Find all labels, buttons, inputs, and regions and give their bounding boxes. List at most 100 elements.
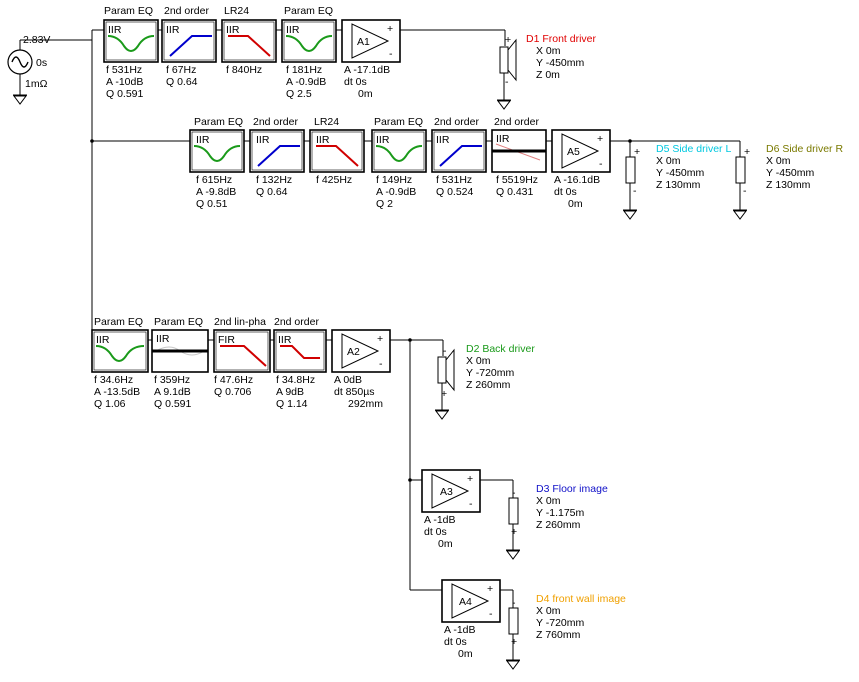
param-eq-block[interactable]: Param EQ IIR f 34.6Hz A -13.5dB Q 1.06	[91, 316, 149, 410]
driver-x: X 0m	[466, 355, 491, 367]
chain-side: Param EQ IIR f 615Hz A -9.8dB Q 0.51 2nd…	[189, 116, 843, 220]
driver-x: X 0m	[766, 155, 791, 167]
amp-param: dt 850µs	[334, 386, 375, 398]
pin-minus: -	[633, 185, 637, 197]
block-title: 2nd order	[274, 316, 319, 328]
source-delay: 0s	[36, 57, 47, 69]
block-type: IIR	[256, 134, 270, 146]
chain-back: Param EQ IIR f 34.6Hz A -13.5dB Q 1.06 P…	[91, 316, 626, 670]
driver-y: Y -720mm	[466, 367, 514, 379]
pin-minus: -	[443, 345, 447, 357]
driver-y: Y -450mm	[536, 57, 584, 69]
amp-minus: -	[379, 358, 383, 370]
block-title: 2nd order	[253, 116, 298, 128]
driver-z: Z 130mm	[656, 179, 701, 191]
driver-x: X 0m	[536, 495, 561, 507]
driver-d4[interactable]: - + D4 front wall image X 0m Y -720mm Z …	[506, 590, 626, 670]
amp-param: 292mm	[348, 398, 383, 410]
block-param: Q 0.64	[166, 76, 198, 88]
block-type: IIR	[316, 134, 330, 146]
amplifier-a4[interactable]: A4 + - A -1dB dt 0s 0m	[441, 579, 501, 660]
second-order-block[interactable]: 2nd order IIR f 531Hz Q 0.524	[431, 116, 487, 198]
block-param: A 9.1dB	[154, 386, 191, 398]
driver-y: Y -720mm	[536, 617, 584, 629]
param-eq-block[interactable]: Param EQ IIR f 359Hz A 9.1dB Q 0.591	[151, 316, 209, 410]
block-title: Param EQ	[194, 116, 243, 128]
block-param: f 531Hz	[436, 174, 472, 186]
driver-y: Y -450mm	[766, 167, 814, 179]
ground-icon	[623, 209, 637, 220]
block-param: A -9.8dB	[196, 186, 236, 198]
block-title: Param EQ	[104, 5, 153, 17]
ground-icon	[506, 659, 520, 670]
pin-minus: -	[505, 76, 509, 88]
block-param: f 132Hz	[256, 174, 292, 186]
chain-front: Param EQ IIR f 531Hz A -10dB Q 0.591 2nd…	[103, 5, 597, 110]
block-title: Param EQ	[94, 316, 143, 328]
amp-param: A -17.1dB	[344, 64, 390, 76]
pin-plus: +	[744, 146, 750, 158]
block-type: IIR	[226, 24, 240, 36]
block-param: Q 0.431	[496, 186, 534, 198]
amp-param: 0m	[568, 198, 583, 210]
driver-d3[interactable]: - + D3 Floor image X 0m Y -1.175m Z 260m…	[506, 480, 608, 560]
driver-z: Z 130mm	[766, 179, 811, 191]
amp-plus: +	[467, 473, 473, 485]
amplifier-a5[interactable]: A5 + - A -16.1dB dt 0s 0m	[551, 129, 611, 210]
second-order-block[interactable]: 2nd order IIR f 5519Hz Q 0.431	[491, 116, 547, 198]
amp-param: dt 0s	[344, 76, 367, 88]
block-param: Q 0.591	[106, 88, 144, 100]
amp-param: A -1dB	[424, 514, 456, 526]
amp-param: dt 0s	[554, 186, 577, 198]
driver-d1[interactable]: + - D1 Front driver X 0m Y -450mm Z 0m	[497, 30, 597, 110]
amp-param: 0m	[458, 648, 473, 660]
block-param: Q 0.591	[154, 398, 192, 410]
driver-d2[interactable]: - + D2 Back driver X 0m Y -720mm Z 260mm	[435, 340, 535, 420]
block-param: Q 1.14	[276, 398, 308, 410]
amp-label: A1	[357, 36, 370, 48]
block-param: Q 0.51	[196, 198, 228, 210]
second-order-block[interactable]: 2nd order IIR f 132Hz Q 0.64	[249, 116, 305, 198]
amp-minus: -	[599, 158, 603, 170]
param-eq-block[interactable]: Param EQ IIR f 181Hz A -0.9dB Q 2.5	[281, 5, 337, 100]
block-type: IIR	[436, 134, 450, 146]
amp-label: A4	[459, 596, 472, 608]
voltage-source[interactable]: 2.83V 0s 1mΩ	[7, 34, 92, 105]
fir-lin-phase-block[interactable]: 2nd lin-pha FIR f 47.6Hz Q 0.706	[213, 316, 271, 398]
ground-icon	[506, 549, 520, 560]
amp-plus: +	[487, 583, 493, 595]
driver-name: D4 front wall image	[536, 593, 626, 605]
second-order-block[interactable]: 2nd order IIR f 34.8Hz A 9dB Q 1.14	[273, 316, 327, 410]
block-type: IIR	[496, 133, 510, 145]
block-param: f 5519Hz	[496, 174, 538, 186]
param-eq-block[interactable]: Param EQ IIR f 615Hz A -9.8dB Q 0.51	[189, 116, 245, 210]
amp-label: A5	[567, 146, 580, 158]
driver-name: D1 Front driver	[526, 33, 597, 45]
block-param: A 9dB	[276, 386, 304, 398]
driver-z: Z 0m	[536, 69, 560, 81]
amplifier-a1[interactable]: A1 + - A -17.1dB dt 0s 0m	[341, 19, 401, 100]
amplifier-a3[interactable]: A3 + - A -1dB dt 0s 0m	[421, 469, 481, 550]
driver-d5[interactable]: + - D5 Side driver L X 0m Y -450mm Z 130…	[623, 141, 731, 220]
lr24-block[interactable]: LR24 IIR f 840Hz	[221, 5, 277, 76]
ground-icon	[435, 409, 449, 420]
amp-param: A 0dB	[334, 374, 362, 386]
amplifier-a2[interactable]: A2 + - A 0dB dt 850µs 292mm	[331, 329, 391, 410]
driver-d6[interactable]: + - D6 Side driver R X 0m Y -450mm Z 130…	[733, 141, 843, 220]
amp-label: A2	[347, 346, 360, 358]
block-param: f 840Hz	[226, 64, 262, 76]
block-param: A -0.9dB	[376, 186, 416, 198]
lr24-block[interactable]: LR24 IIR f 425Hz	[309, 116, 365, 186]
block-param: Q 0.64	[256, 186, 288, 198]
pin-minus: -	[512, 597, 516, 609]
param-eq-block[interactable]: Param EQ IIR f 531Hz A -10dB Q 0.591	[103, 5, 159, 100]
param-eq-block[interactable]: Param EQ IIR f 149Hz A -0.9dB Q 2	[371, 116, 427, 210]
amp-plus: +	[377, 333, 383, 345]
block-title: 2nd order	[494, 116, 539, 128]
block-type: IIR	[166, 24, 180, 36]
block-param: Q 2	[376, 198, 393, 210]
amp-plus: +	[387, 23, 393, 35]
block-title: LR24	[314, 116, 339, 128]
second-order-block[interactable]: 2nd order IIR f 67Hz Q 0.64	[161, 5, 217, 88]
